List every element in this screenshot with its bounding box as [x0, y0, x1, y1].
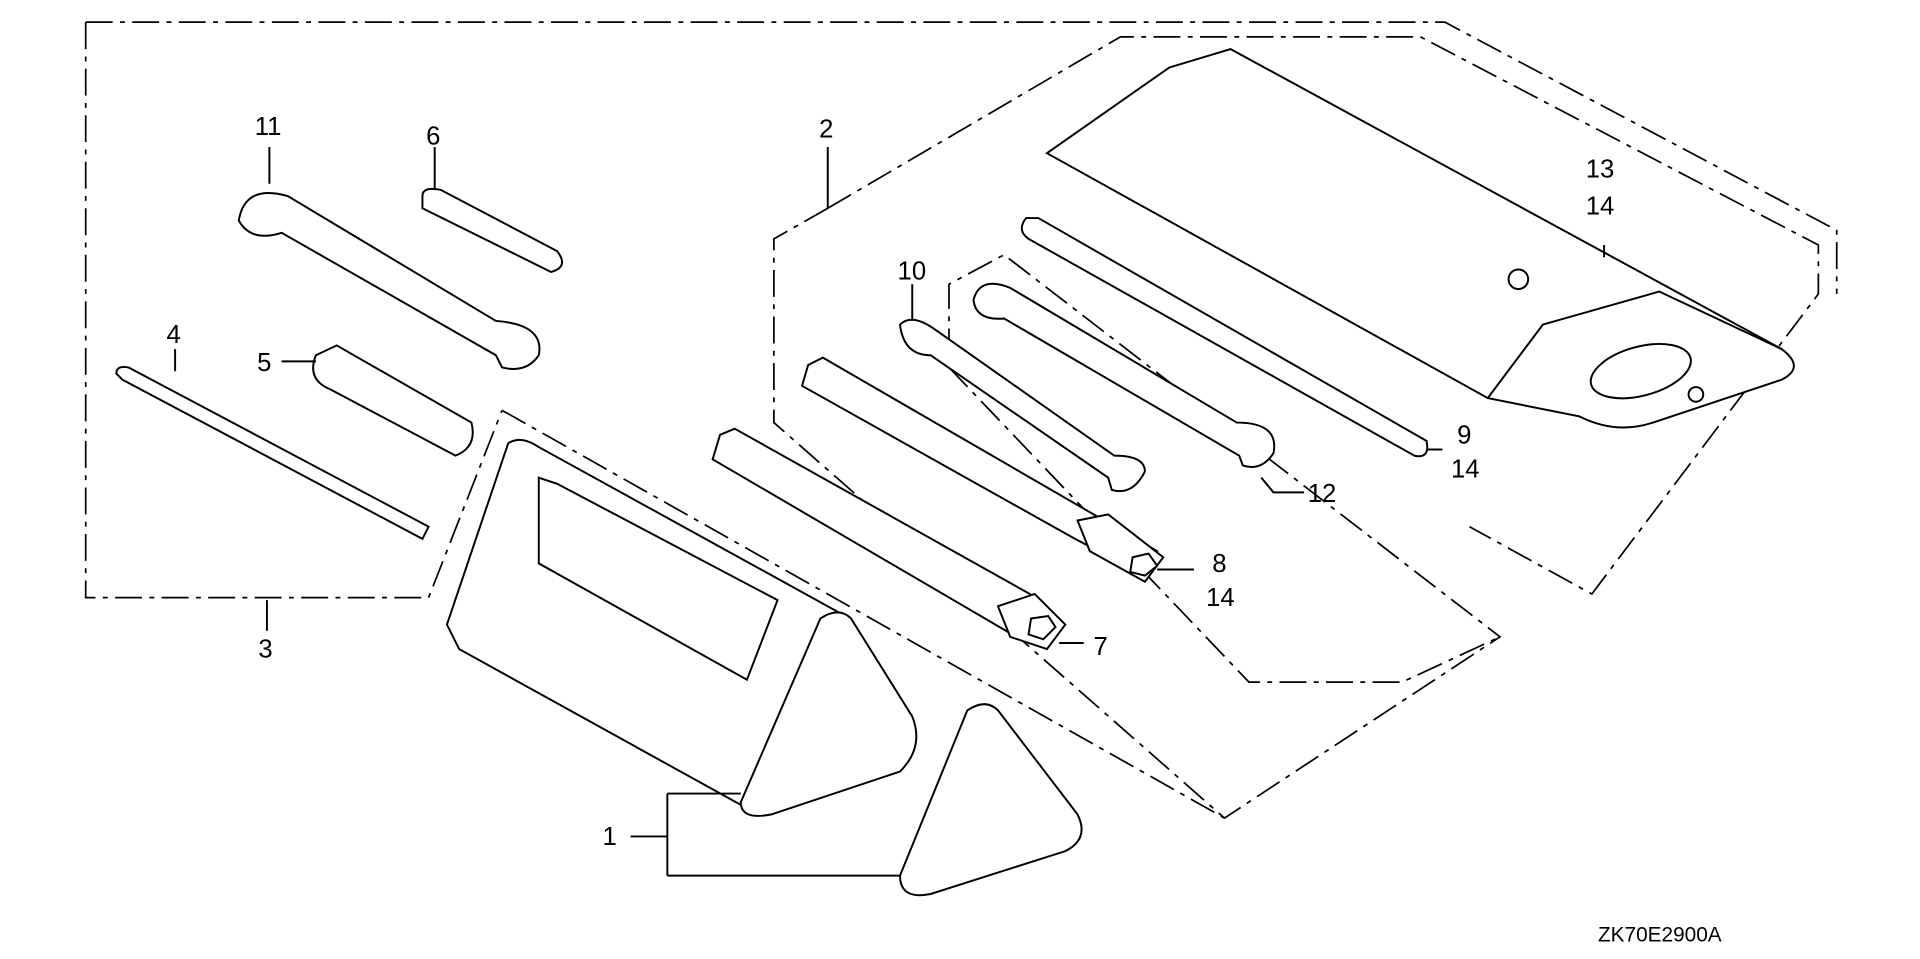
open-end-wrench-small	[898, 318, 1146, 493]
callout-4: 4	[167, 321, 181, 349]
box-wrench	[711, 427, 1067, 651]
open-end-wrench-large	[972, 282, 1276, 468]
callout-10: 10	[898, 257, 927, 285]
group-2-boundary	[827, 35, 1820, 596]
tool-bag	[445, 438, 1083, 897]
screwdriver-shaft	[115, 365, 430, 541]
group-3-boundary	[85, 21, 1838, 294]
callout-12: 12	[1308, 480, 1337, 508]
spark-plug-wrench	[800, 356, 1165, 584]
callout-2: 2	[819, 115, 833, 143]
callout-6: 6	[426, 123, 440, 151]
group-3-boundary-left	[84, 22, 503, 599]
group-2-boundary-left	[773, 207, 1502, 820]
small-tool	[421, 187, 563, 273]
leader-lines	[174, 147, 1606, 877]
diagram-code: ZK70E2900A	[1598, 924, 1722, 947]
callout-8-sub: 14	[1206, 584, 1235, 612]
callout-8: 8	[1212, 550, 1226, 578]
callout-11: 11	[255, 113, 282, 141]
callout-3: 3	[258, 636, 272, 664]
callout-7: 7	[1093, 633, 1107, 661]
group-inner-boundary	[948, 366, 1501, 684]
callout-13-sub: 14	[1586, 192, 1615, 220]
callout-13: 13	[1586, 156, 1615, 184]
handle-bar	[1020, 217, 1429, 458]
callout-1: 1	[602, 823, 616, 851]
open-end-wrench	[237, 192, 541, 370]
callout-9-sub: 14	[1451, 456, 1480, 484]
tool-roll	[1045, 48, 1795, 429]
callout-9: 9	[1457, 421, 1471, 449]
screwdriver-handle	[312, 344, 474, 457]
callout-5: 5	[257, 349, 271, 377]
